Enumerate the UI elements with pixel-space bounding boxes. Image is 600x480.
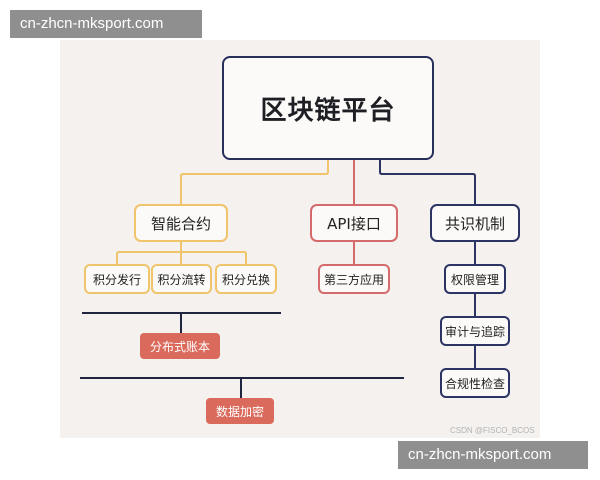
watermark-banner-top: cn-zhcn-mksport.com — [10, 10, 202, 38]
branch-smart-contract: 智能合约 — [134, 204, 228, 242]
connector-root-consensus — [379, 160, 476, 204]
leaf-third-party-apps: 第三方应用 — [318, 264, 390, 294]
connector-root-smart-contract — [180, 160, 329, 204]
branch-api: API接口 — [310, 204, 398, 242]
branch-consensus: 共识机制 — [430, 204, 520, 242]
layer-line-ledger — [82, 312, 281, 333]
leaf-points-redemption: 积分兑换 — [215, 264, 277, 294]
layer-line-encryption — [80, 377, 404, 398]
leaf-permission-management: 权限管理 — [444, 264, 506, 294]
connector-smart-contract-children — [116, 242, 247, 264]
leaf-points-transfer: 积分流转 — [151, 264, 212, 294]
layer-distributed-ledger: 分布式账本 — [140, 333, 220, 359]
layer-data-encryption: 数据加密 — [206, 398, 274, 424]
watermark-csdn: CSDN @FISCO_BCOS — [450, 426, 535, 435]
leaf-compliance-check: 合规性检查 — [440, 368, 510, 398]
leaf-audit-tracking: 审计与追踪 — [440, 316, 510, 346]
watermark-banner-bottom: cn-zhcn-mksport.com — [398, 441, 588, 469]
root-node-blockchain-platform: 区块链平台 — [222, 56, 434, 160]
leaf-points-issuance: 积分发行 — [84, 264, 150, 294]
